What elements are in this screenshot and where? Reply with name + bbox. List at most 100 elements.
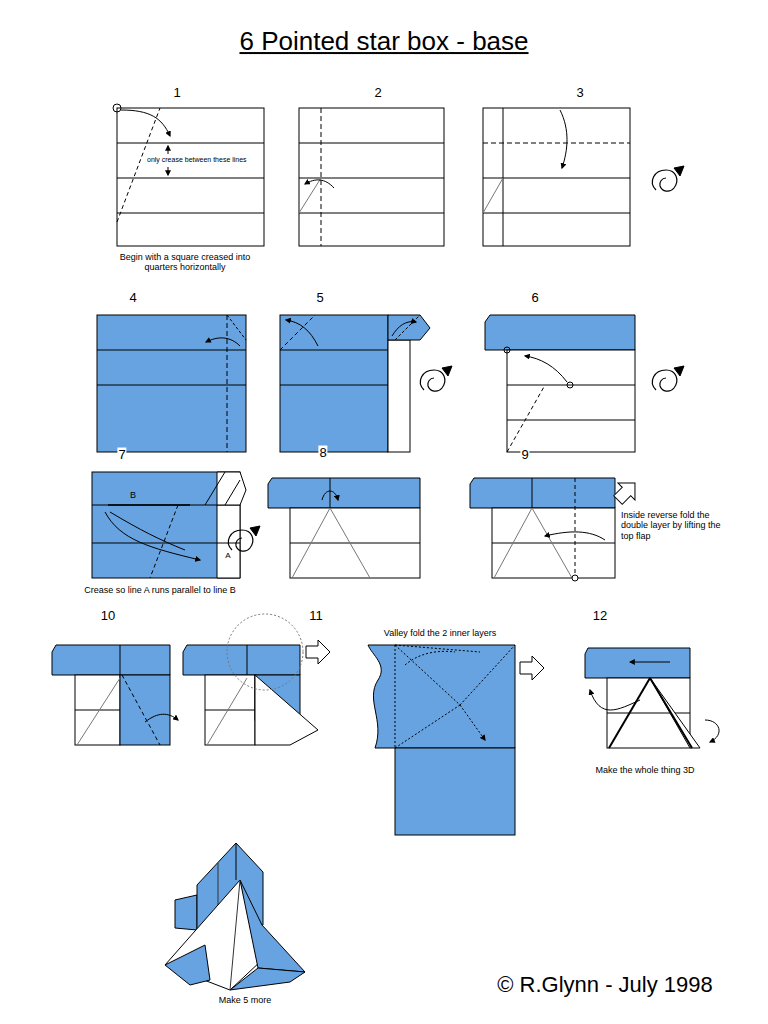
- fold-line: [330, 478, 331, 508]
- fold-line: [532, 508, 572, 578]
- fold-line: [590, 690, 640, 710]
- fold-line: [255, 675, 318, 745]
- step-9: [470, 475, 643, 581]
- fold-line: [75, 710, 120, 711]
- fold-line: [395, 645, 396, 748]
- fold-line: [650, 678, 700, 748]
- step-12: [585, 648, 719, 748]
- fold-line: [227, 315, 228, 452]
- fold-line: [280, 350, 388, 351]
- fold-line: [650, 678, 692, 748]
- fold-line: [460, 705, 485, 740]
- fold-line: [117, 213, 264, 214]
- fold-line: [560, 110, 567, 168]
- step-5: [280, 315, 452, 452]
- fold-line: [299, 108, 444, 246]
- fold-line: [368, 645, 515, 748]
- fold-line: [567, 382, 573, 388]
- step-number: 9: [520, 448, 529, 463]
- step-11: [183, 614, 330, 745]
- fold-line: [117, 178, 264, 179]
- fold-line: [97, 350, 246, 351]
- fold-line: [322, 491, 338, 500]
- fold-line: [507, 385, 545, 452]
- instruction-note: B: [130, 490, 136, 500]
- fold-line: [121, 110, 170, 136]
- instruction-note: A: [225, 551, 230, 560]
- fold-line: [52, 645, 170, 675]
- instruction-note: only crease between these lines: [146, 156, 248, 164]
- instruction-note: Make 5 more: [218, 995, 273, 1005]
- step-2: [299, 108, 444, 246]
- fold-line: [175, 895, 197, 930]
- fold-line: [280, 385, 388, 386]
- fold-line: [388, 340, 410, 452]
- fold-line: [280, 315, 315, 350]
- step-4: [97, 315, 246, 452]
- fold-line: [117, 108, 264, 246]
- fold-line: [205, 710, 255, 711]
- step-number: 3: [575, 86, 584, 101]
- fold-line: [108, 504, 190, 506]
- step-number: 10: [100, 609, 116, 624]
- fold-line: [168, 167, 169, 175]
- fold-line: [607, 678, 690, 748]
- step-6: [485, 315, 684, 452]
- fold-line: [585, 648, 690, 678]
- fold-symbol: [306, 640, 330, 664]
- step-1: [113, 104, 264, 246]
- step-number: 1: [172, 86, 181, 101]
- fold-line: [290, 543, 420, 544]
- fold-line: [77, 678, 120, 745]
- step-10: [52, 645, 178, 745]
- fold-symbol: [652, 366, 684, 391]
- step-8: [268, 478, 420, 578]
- instruction-note: © R.Glynn - July 1998: [496, 972, 714, 997]
- fold-line: [485, 315, 635, 350]
- step-11-detail: [368, 645, 544, 835]
- finished-unit: [165, 843, 305, 990]
- fold-line: [247, 645, 248, 675]
- fold-line: [395, 748, 515, 835]
- step-number: 8: [318, 446, 327, 461]
- fold-line: [227, 614, 303, 690]
- fold-line: [150, 505, 178, 578]
- fold-line: [492, 543, 615, 544]
- fold-line: [305, 180, 334, 188]
- fold-line: [92, 543, 240, 544]
- fold-line: [165, 945, 210, 985]
- instruction-note: Valley fold the 2 inner layers: [383, 628, 497, 638]
- fold-line: [217, 472, 246, 505]
- fold-line: [240, 880, 305, 972]
- fold-line: [545, 532, 605, 540]
- diagram-title: 6 Pointed star box - base: [239, 27, 528, 57]
- step-number: 12: [592, 609, 608, 624]
- step-7: [92, 472, 260, 578]
- fold-line: [230, 880, 240, 990]
- fold-line: [395, 645, 480, 652]
- instruction-note: Inside reverse fold the double layer by …: [620, 510, 732, 541]
- fold-line: [290, 508, 420, 578]
- fold-line: [120, 675, 170, 745]
- fold-line: [395, 705, 460, 748]
- step-number: 2: [373, 86, 382, 101]
- step-3: [483, 108, 684, 246]
- fold-line: [504, 347, 510, 353]
- instruction-note: Make the whole thing 3D: [594, 765, 695, 775]
- fold-line: [507, 385, 635, 386]
- fold-line: [483, 143, 630, 144]
- fold-line: [145, 714, 178, 722]
- fold-line: [330, 508, 370, 578]
- fold-symbol: [420, 366, 452, 391]
- fold-line: [483, 178, 630, 179]
- fold-line: [470, 478, 615, 508]
- fold-line: [207, 678, 247, 745]
- fold-line: [117, 108, 160, 222]
- fold-symbol: [520, 656, 544, 680]
- fold-line: [532, 478, 533, 508]
- fold-line: [492, 508, 615, 578]
- instruction-note: Begin with a square creased into quarter…: [102, 252, 269, 273]
- fold-line: [525, 356, 567, 382]
- fold-line: [395, 645, 460, 705]
- fold-symbol: [228, 526, 260, 551]
